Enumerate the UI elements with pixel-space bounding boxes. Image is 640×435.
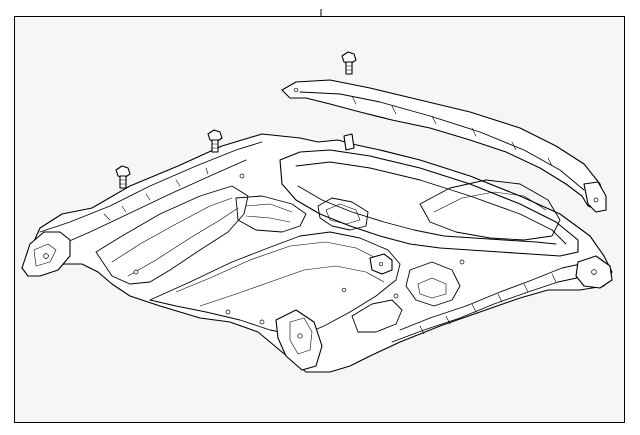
rear-storage-well <box>279 149 579 257</box>
bolt-left <box>115 165 131 189</box>
rear-upper-panel <box>281 79 607 213</box>
bolt-top <box>341 51 357 75</box>
rear-panel-outline <box>281 79 607 211</box>
bolt-middle <box>207 129 223 153</box>
floor-pan-assembly <box>21 133 613 373</box>
rear-panel-end <box>583 181 607 213</box>
left-rail <box>39 141 263 233</box>
cross-member <box>235 195 307 233</box>
left-recess <box>317 197 369 231</box>
center-floor-section <box>149 231 401 337</box>
storage-well-inner <box>419 179 561 241</box>
left-rail-lower <box>57 159 247 247</box>
left-inner-panel <box>95 185 249 285</box>
front-lower-bracket <box>275 309 323 371</box>
upper-tab <box>343 133 355 151</box>
